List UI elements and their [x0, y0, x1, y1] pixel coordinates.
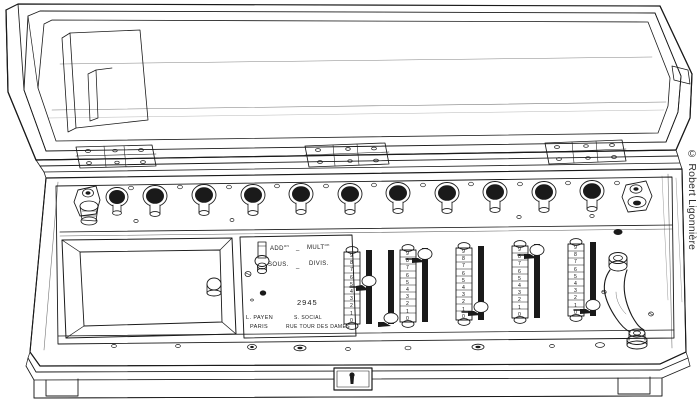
slider-scale-digit: 2	[350, 303, 353, 310]
setting-knob[interactable]	[105, 187, 129, 216]
setting-knob[interactable]	[240, 184, 266, 216]
lock-escutcheon-keyhole[interactable]	[333, 367, 373, 391]
slider-scale-digit: 0	[574, 309, 577, 316]
base-screw-row	[111, 342, 605, 352]
slider-scale-digit: 2	[462, 299, 465, 306]
setting-knob[interactable]	[531, 181, 557, 213]
slider-scale-digit: 9	[462, 249, 465, 255]
slider-scale-digit: 1	[574, 302, 577, 309]
carriage-lever[interactable]	[378, 250, 399, 327]
setting-knob[interactable]	[337, 183, 363, 215]
slider-column[interactable]	[567, 238, 601, 322]
case-foot	[45, 378, 79, 397]
slider-scale-digit: 4	[518, 282, 521, 289]
slider-scale-digit: 3	[518, 290, 521, 297]
slider-scale-digit: 4	[406, 286, 409, 293]
slider-scale-digit: 8	[406, 258, 409, 265]
setting-knob[interactable]	[288, 183, 314, 215]
credit-leader-line	[661, 175, 683, 303]
right-end-fitting[interactable]	[621, 180, 653, 213]
lid-hinge	[75, 139, 627, 169]
slider-scale-digit: 5	[406, 279, 409, 286]
slider-scale-digit: 7	[350, 267, 353, 274]
case-foot	[617, 376, 651, 395]
nameplate-panel	[239, 234, 357, 339]
slider-scale-digit: 2	[406, 301, 409, 308]
slider-scale-digit: 4	[574, 280, 577, 287]
setting-knob[interactable]	[191, 184, 217, 216]
slider-scale-digit: 2	[574, 295, 577, 302]
slider-column[interactable]	[343, 246, 377, 330]
slider-scale-digit: 9	[518, 247, 521, 253]
slider-scale-digit: 0	[462, 313, 465, 320]
setting-knob[interactable]	[385, 182, 411, 214]
left-end-fitting[interactable]	[73, 185, 101, 226]
slider-scale-digit: 8	[350, 260, 353, 267]
machine-top-plate	[55, 176, 675, 345]
slider-column[interactable]	[511, 240, 545, 324]
slider-scale-digit: 6	[518, 268, 521, 275]
slider-scale-digit: 7	[518, 261, 521, 268]
slider-scale-digit: 7	[574, 259, 577, 266]
slider-scale-digit: 5	[518, 275, 521, 282]
slider-scale-digit: 2	[518, 297, 521, 304]
slider-scale-digit: 4	[350, 288, 353, 295]
slider-scale-digit: 6	[350, 274, 353, 281]
slider-scale-digit: 4	[462, 284, 465, 291]
setting-knob[interactable]	[142, 185, 168, 217]
slider-scale-digit: 1	[462, 306, 465, 313]
slider-scale-digit: 1	[350, 310, 353, 317]
panel-latch-knob[interactable]	[206, 277, 222, 297]
operating-crank-handle[interactable]	[601, 229, 654, 350]
setting-knob[interactable]	[579, 180, 605, 212]
slider-scale-digit: 9	[574, 245, 577, 251]
slider-scale-digit: 6	[406, 272, 409, 279]
slider-column[interactable]	[455, 242, 489, 326]
slider-scale-digit: 3	[406, 294, 409, 301]
slider-scale-digit: 5	[462, 277, 465, 284]
setting-knob[interactable]	[434, 182, 460, 214]
slider-scale-digit: 8	[574, 252, 577, 259]
slider-scale-digit: 5	[350, 281, 353, 288]
slider-scale-digit: 3	[462, 292, 465, 299]
slider-scale-digit: 0	[350, 317, 353, 324]
slider-scale-digit: 6	[462, 270, 465, 277]
slider-scale-digit: 7	[462, 263, 465, 270]
setting-knob[interactable]	[482, 181, 508, 213]
slider-column[interactable]	[399, 244, 433, 328]
slider-scale-digit: 3	[574, 288, 577, 295]
slider-scale-digit: 9	[406, 251, 409, 257]
function-selector-knob[interactable]	[254, 241, 270, 275]
slider-scale-digit: 7	[406, 265, 409, 272]
slider-scale-digit: 8	[518, 254, 521, 261]
slider-scale-digit: 8	[462, 256, 465, 263]
slider-scale-digit: 0	[518, 311, 521, 318]
slider-scale-digit: 1	[518, 304, 521, 311]
slider-scale-digit: 0	[406, 315, 409, 322]
slider-scale-digit: 1	[406, 308, 409, 315]
slider-scale-digit: 3	[350, 296, 353, 303]
case-lid-open	[5, 3, 693, 161]
recessed-storage-panel	[61, 237, 237, 339]
slider-scale-digit: 9	[350, 253, 353, 259]
slider-scale-digit: 6	[574, 266, 577, 273]
slider-scale-digit: 5	[574, 273, 577, 280]
setting-knob-row[interactable]	[105, 180, 620, 223]
copyright-credit: © Robert Ligonnière	[686, 148, 698, 251]
slider-bank[interactable]	[343, 238, 601, 330]
